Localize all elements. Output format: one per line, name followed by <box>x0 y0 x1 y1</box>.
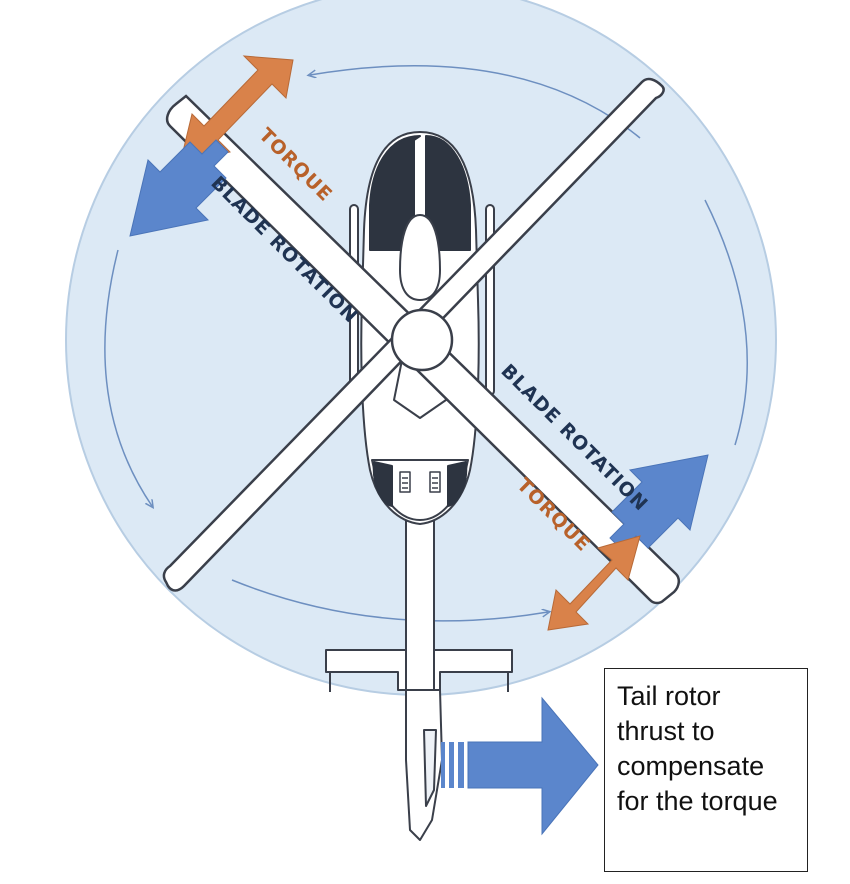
rotation-arc-bottom <box>231 579 548 622</box>
caption-line-1: Tail rotor <box>617 681 721 711</box>
rotation-arc-right <box>704 199 748 446</box>
rotation-arrow-upper <box>129 139 229 237</box>
exhaust-right <box>447 461 468 507</box>
caption-line-2: thrust to <box>617 716 715 746</box>
thrust-stripe-2 <box>449 742 454 788</box>
rotation-arcs <box>104 65 748 622</box>
caption-line-3: compensate <box>617 751 765 781</box>
thrust-stripe-3 <box>458 742 464 788</box>
thrust-arrow-body <box>467 696 599 836</box>
rotor-hub <box>390 308 454 372</box>
thrust-arrow-icon <box>441 696 599 836</box>
cockpit-glass <box>369 135 471 251</box>
tail-fin-shroud <box>423 729 437 807</box>
thrust-stripe-1 <box>441 742 445 788</box>
rotation-arc-left <box>104 249 152 506</box>
nose-cone <box>399 214 441 301</box>
torque-arrow-lower <box>547 535 641 631</box>
rotation-arc-top <box>310 65 641 139</box>
tail-rotor-caption-box: Tail rotor thrust to compensate for the … <box>604 668 808 872</box>
caption-line-4: for the torque <box>617 786 778 816</box>
tail-boom <box>405 519 435 701</box>
vent-grilles <box>399 471 441 493</box>
exhaust-left <box>372 461 393 507</box>
